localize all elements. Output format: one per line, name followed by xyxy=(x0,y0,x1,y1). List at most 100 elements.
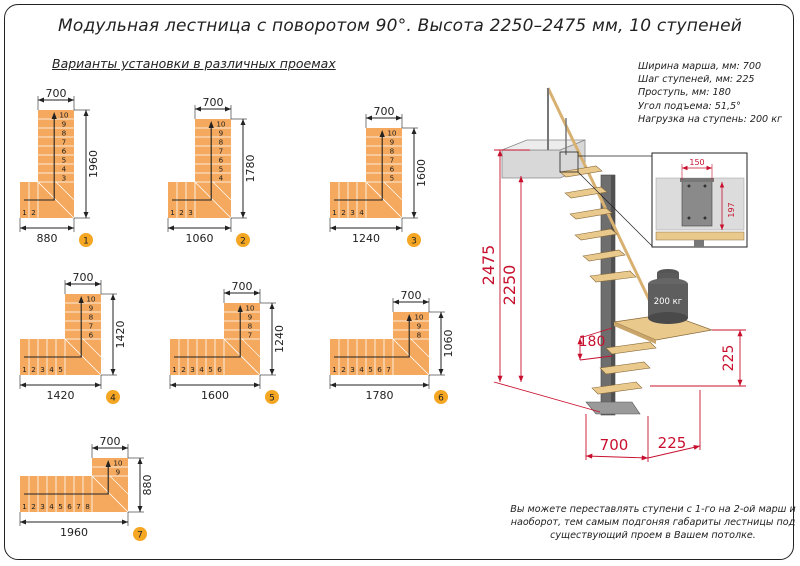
upper-step-number: 5 xyxy=(390,174,395,183)
variant-badge xyxy=(106,390,120,404)
upper-step-number: 6 xyxy=(219,156,224,165)
variant-badge xyxy=(434,390,448,404)
variant-number: 6 xyxy=(438,394,444,404)
variant-number: 3 xyxy=(411,237,417,247)
variant-badge xyxy=(236,233,250,247)
upper-step-number: 8 xyxy=(62,129,67,138)
upper-step-number: 8 xyxy=(219,138,224,147)
lower-step-number: 5 xyxy=(368,365,373,374)
upper-step-number: 10 xyxy=(387,129,397,138)
width-dimension: 700 xyxy=(232,280,253,293)
height-dimension: 1780 xyxy=(244,155,257,183)
rearrange-note: Вы можете переставлять ступени с 1-го на… xyxy=(510,504,796,541)
upper-step-number: 9 xyxy=(116,468,121,477)
stair-dimensions xyxy=(493,149,746,462)
width-dimension: 700 xyxy=(46,87,67,100)
upper-step-number: 6 xyxy=(390,165,395,174)
upper-step-number: 9 xyxy=(89,304,94,313)
detail-dim-197: 197 xyxy=(727,202,736,217)
variant-number: 4 xyxy=(110,394,116,404)
lower-step-number: 5 xyxy=(58,502,63,511)
variant-number: 5 xyxy=(269,394,275,404)
lower-step-number: 3 xyxy=(40,365,45,374)
upper-step-number: 4 xyxy=(219,174,224,183)
height-dimension: 1960 xyxy=(87,150,100,178)
lower-flight xyxy=(591,341,657,395)
lower-step-number: 2 xyxy=(181,365,186,374)
upper-step-number: 3 xyxy=(62,174,67,183)
upper-step-number: 10 xyxy=(113,459,123,468)
width-dimension: 700 xyxy=(73,271,94,284)
height-dimension: 1060 xyxy=(442,330,455,358)
upper-step-number: 9 xyxy=(390,138,395,147)
dim-225-rise: 225 xyxy=(721,345,737,372)
length-dimension: 1060 xyxy=(186,232,214,245)
upper-step-number: 6 xyxy=(89,331,94,340)
detail-callout: 150 197 xyxy=(559,151,748,248)
lower-step-number: 4 xyxy=(359,365,364,374)
lower-step-number: 3 xyxy=(188,208,193,217)
width-dimension: 700 xyxy=(100,435,121,448)
length-dimension: 880 xyxy=(37,232,58,245)
lower-step-number: 5 xyxy=(58,365,63,374)
upper-step-number: 10 xyxy=(59,111,69,120)
detail-dim-150: 150 xyxy=(689,158,704,167)
lower-step-number: 1 xyxy=(170,208,175,217)
upper-step-number: 7 xyxy=(89,322,94,331)
lower-step-number: 3 xyxy=(190,365,195,374)
width-dimension: 700 xyxy=(203,96,224,109)
spec-width: Ширина марша, мм: 700 xyxy=(638,61,762,72)
upper-step-number: 8 xyxy=(248,322,253,331)
upper-step-number: 9 xyxy=(248,313,253,322)
dim-180: 180 xyxy=(579,334,606,350)
upper-step-number: 9 xyxy=(417,322,422,331)
length-dimension: 1780 xyxy=(366,389,394,402)
lower-step-number: 1 xyxy=(22,365,27,374)
upper-step-number: 9 xyxy=(62,120,67,129)
lower-step-number: 1 xyxy=(22,502,27,511)
lower-step-number: 7 xyxy=(76,502,81,511)
lower-step-number: 6 xyxy=(217,365,222,374)
lower-step-number: 2 xyxy=(31,365,36,374)
variant-number: 7 xyxy=(137,531,143,541)
spec-step-pitch: Шаг ступеней, мм: 225 xyxy=(638,74,755,86)
upper-step-number: 4 xyxy=(62,165,67,174)
page-frame xyxy=(4,4,794,560)
lower-step-number: 2 xyxy=(31,208,36,217)
lower-step-number: 5 xyxy=(208,365,213,374)
lower-step-number: 3 xyxy=(40,502,45,511)
weight-label: 200 кг xyxy=(654,297,683,307)
height-dimension: 880 xyxy=(141,475,154,496)
height-dimension: 1240 xyxy=(273,325,286,353)
upper-step-number: 10 xyxy=(245,304,255,313)
length-dimension: 1420 xyxy=(47,389,75,402)
upper-step-number: 7 xyxy=(248,331,253,340)
upper-flight xyxy=(559,165,637,283)
lower-step-number: 3 xyxy=(350,208,355,217)
weight-200kg: 200 кг xyxy=(648,269,688,324)
lower-step-number: 1 xyxy=(332,208,337,217)
lower-step-number: 2 xyxy=(179,208,184,217)
lower-step-number: 6 xyxy=(67,502,72,511)
length-dimension: 1240 xyxy=(352,232,380,245)
height-dimension: 1600 xyxy=(415,159,428,187)
lower-step-number: 2 xyxy=(31,502,36,511)
variant-badge xyxy=(133,527,147,541)
lower-step-number: 1 xyxy=(172,365,177,374)
upper-step-number: 8 xyxy=(89,313,94,322)
length-dimension: 1960 xyxy=(60,526,88,539)
lower-step-number: 2 xyxy=(341,365,346,374)
upper-step-number: 7 xyxy=(390,156,395,165)
lower-step-number: 4 xyxy=(49,365,54,374)
upper-step-number: 5 xyxy=(219,165,224,174)
dim-2475: 2475 xyxy=(479,245,498,286)
lower-step-number: 6 xyxy=(377,365,382,374)
height-dimension: 1420 xyxy=(114,321,127,349)
